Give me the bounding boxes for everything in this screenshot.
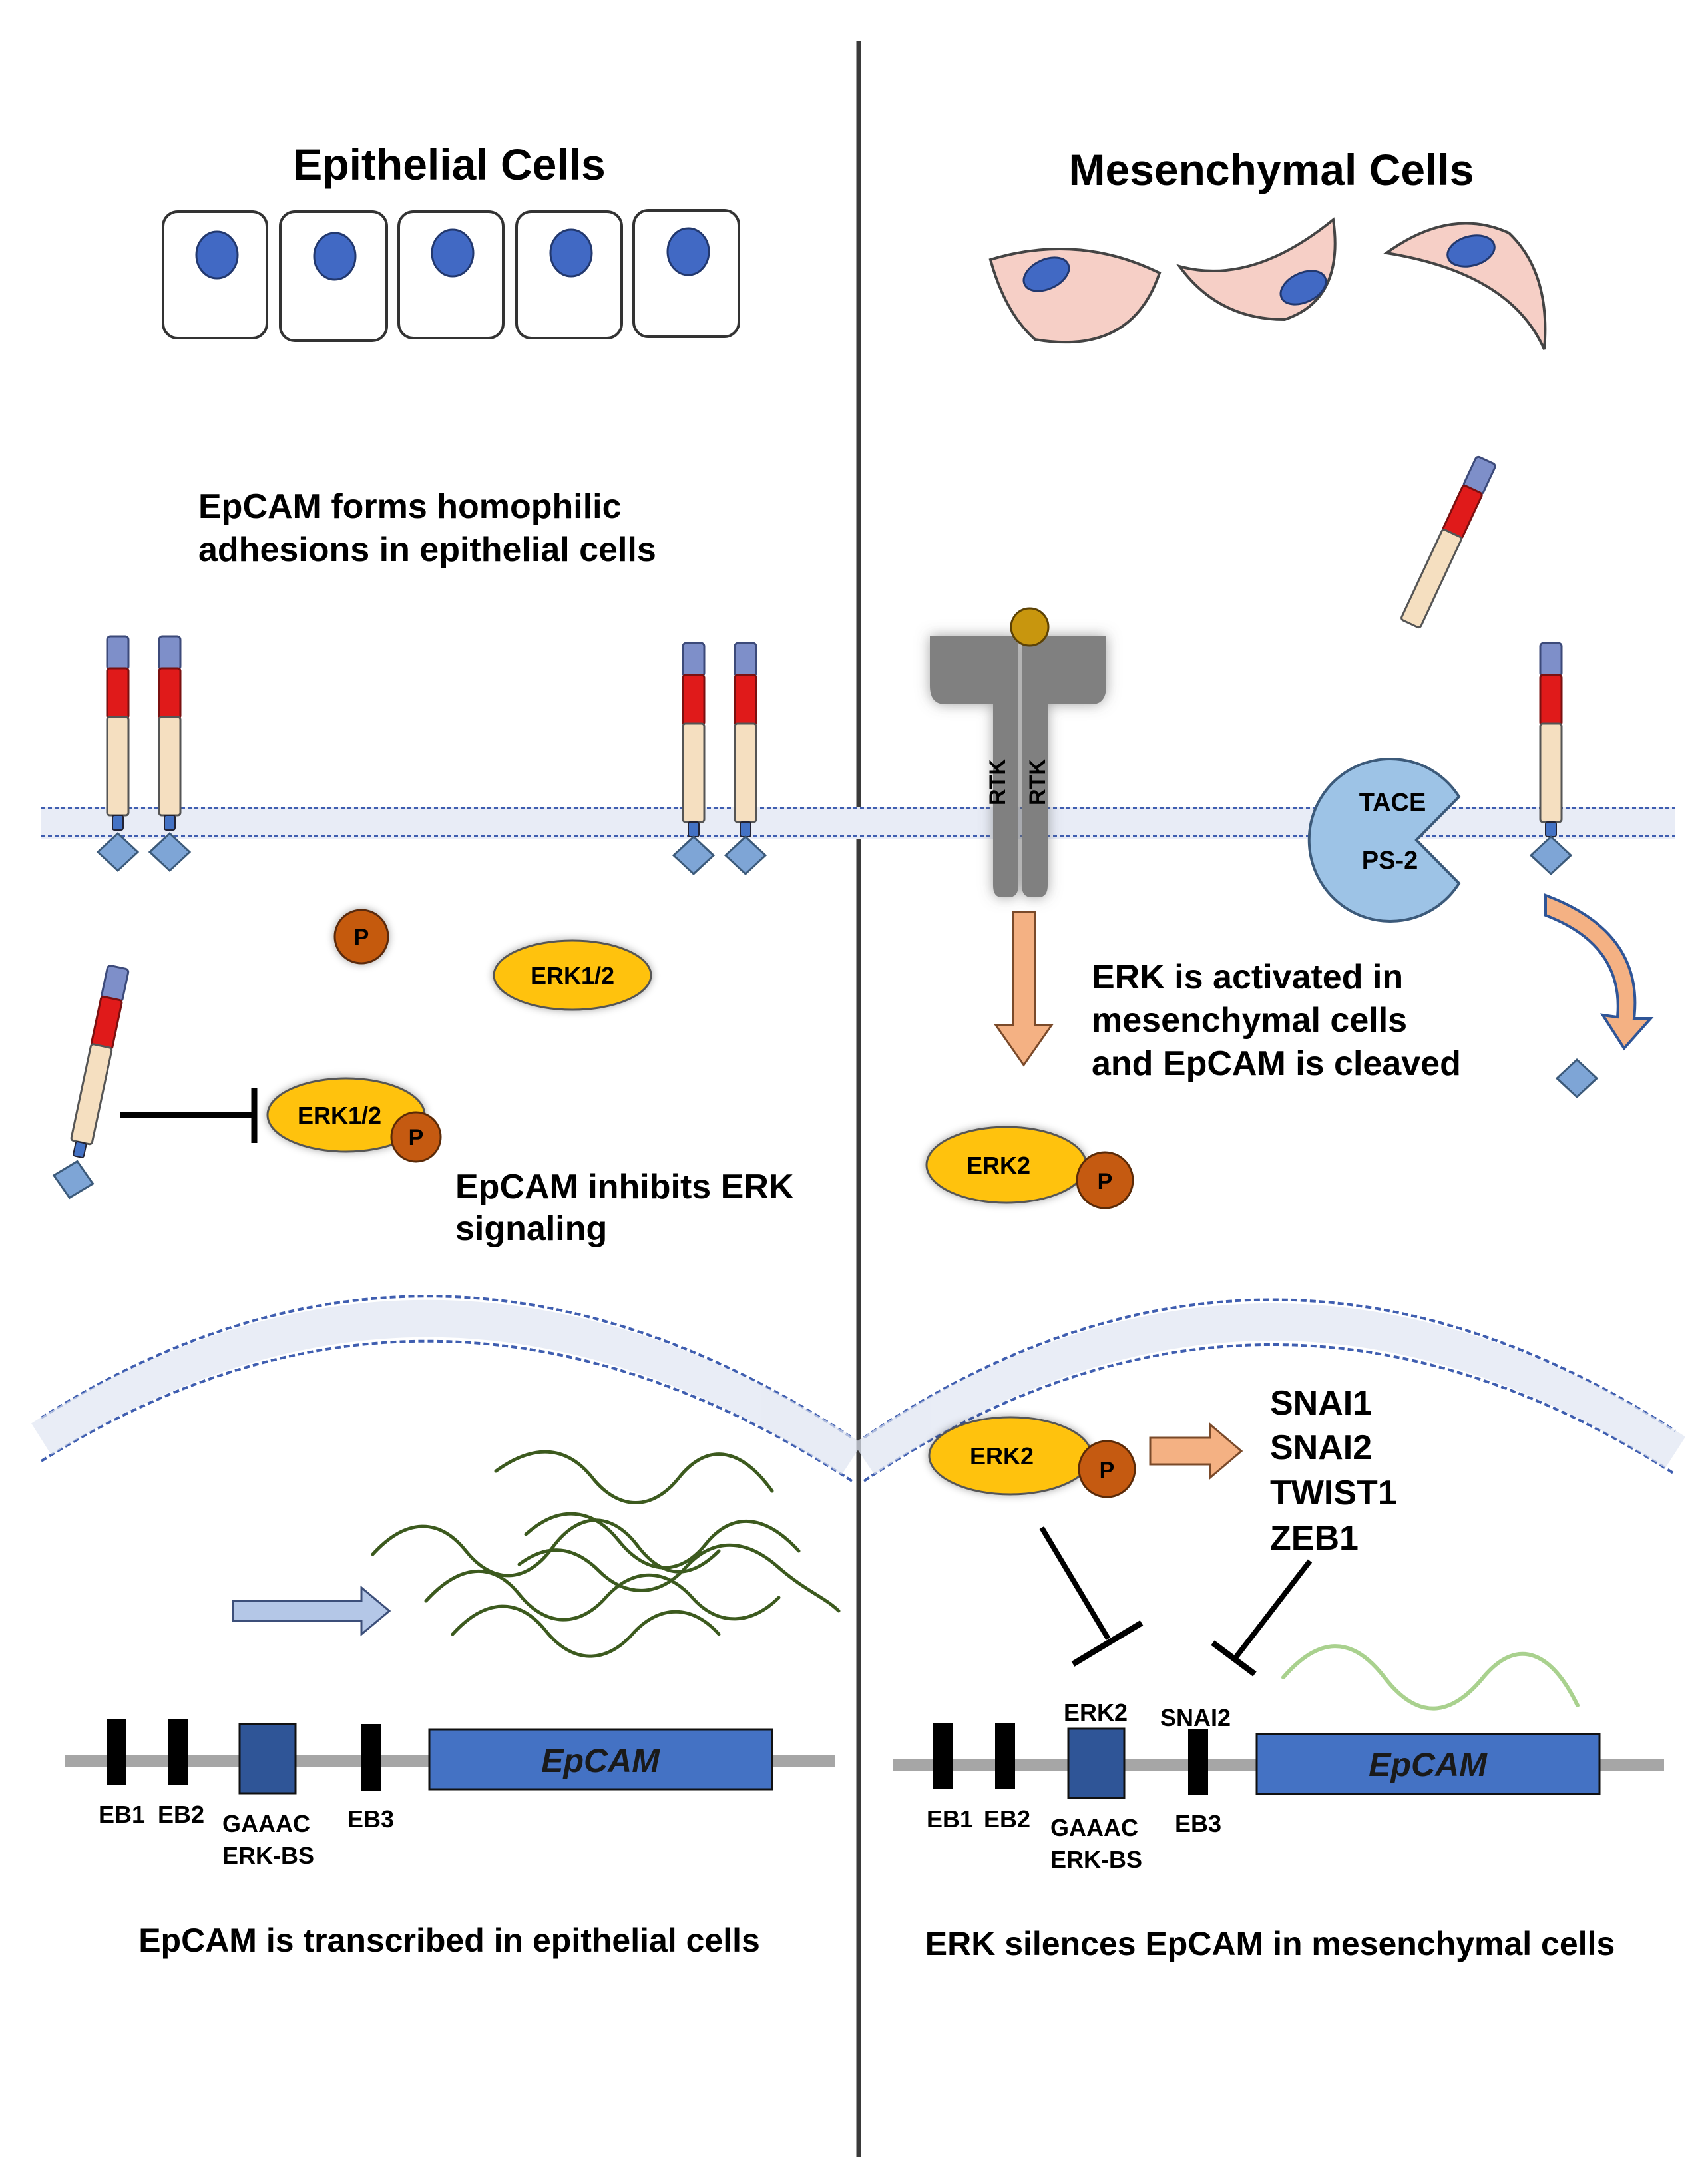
rtk-label-1: RTK [985, 759, 1010, 805]
transcription-arrow [232, 1585, 391, 1637]
nucleus [1022, 256, 1070, 292]
epithelial-cell [397, 210, 505, 339]
cleaved-intracellular-domain [1556, 1058, 1598, 1098]
tf-snai2: SNAI2 [1270, 1428, 1372, 1467]
label-gaaac: GAAAC [222, 1810, 310, 1837]
epcam-inhibitor [49, 964, 130, 1203]
eb2-box [168, 1719, 188, 1785]
epcam-gene-right: EpCAM ERK2 SNAI2 EB1 EB2 GAAAC ERK-BS EB… [893, 1699, 1664, 1873]
nucleus [1446, 234, 1496, 268]
adhesion-text-line2: adhesions in epithelial cells [198, 531, 656, 569]
label-erk2-bound: ERK2 [1064, 1699, 1128, 1726]
epithelial-cell [279, 210, 388, 342]
nuclear-envelope-fill [31, 1299, 1686, 1475]
erk2-repression [1039, 1526, 1144, 1667]
tf-snai1: SNAI1 [1270, 1384, 1372, 1422]
activation-text-line2: mesenchymal cells [1092, 1001, 1407, 1040]
eb1-box [933, 1723, 953, 1789]
svg-text:TACE: TACE [1359, 789, 1426, 817]
epithelial-cell [632, 209, 740, 338]
mrna-transcripts [371, 1450, 841, 1658]
eb2-box [995, 1723, 1015, 1789]
rtk-label-2: RTK [1025, 759, 1050, 805]
adhesion-text-line1: EpCAM forms homophilic [198, 487, 622, 526]
nucleus [195, 230, 239, 280]
erk2-phosphorylated-cytoplasm: ERK2 P [925, 1126, 1134, 1209]
rtk-receptor [930, 636, 1106, 897]
eb3-box [1188, 1729, 1208, 1795]
label-eb3: EB3 [347, 1805, 394, 1833]
epithelial-cells [162, 209, 740, 342]
svg-text:P: P [409, 1125, 424, 1150]
mesenchymal-cell [1383, 222, 1547, 350]
svg-text:ERK2: ERK2 [966, 1152, 1030, 1179]
svg-text:P: P [1100, 1458, 1115, 1483]
label-eb1: EB1 [927, 1805, 973, 1833]
erk-bs-box [1067, 1727, 1126, 1799]
tf-zeb1: ZEB1 [1270, 1519, 1359, 1558]
right-caption: ERK silences EpCAM in mesenchymal cells [925, 1925, 1615, 1962]
ligand-icon [1010, 607, 1050, 647]
svg-text:PS-2: PS-2 [1362, 847, 1418, 875]
mesenchymal-cell [1176, 217, 1337, 322]
left-title: Epithelial Cells [293, 140, 605, 189]
activation-text-line3: and EpCAM is cleaved [1092, 1044, 1461, 1083]
epcam-gene-box [428, 1728, 773, 1791]
nucleus [666, 227, 710, 276]
activation-arrow [994, 911, 1054, 1067]
epcam-homophilic-pair-right [672, 642, 767, 875]
mesenchymal-cell [988, 248, 1162, 344]
phosphate-free: P [333, 909, 389, 965]
label-snai2-bound: SNAI2 [1160, 1704, 1231, 1731]
svg-text:P: P [354, 925, 369, 950]
nucleus [1279, 270, 1327, 306]
tf-twist1: TWIST1 [1270, 1474, 1397, 1512]
eb1-box [107, 1719, 126, 1785]
tf-repression [1211, 1559, 1313, 1677]
inhibit-text-line2: signaling [455, 1209, 607, 1248]
cleavage-arrow [1544, 893, 1654, 1051]
mrna-faint [1281, 1644, 1580, 1711]
svg-text:P: P [1098, 1169, 1113, 1194]
svg-text:ERK1/2: ERK1/2 [298, 1102, 381, 1129]
erk-bs-box [238, 1723, 297, 1795]
label-erk-bs: ERK-BS [222, 1842, 314, 1869]
nuclear-envelope [40, 1295, 1677, 1482]
epcam-gene-left: EpCAM EB1 EB2 GAAAC ERK-BS EB3 [65, 1719, 835, 1869]
erk-free: ERK1/2 [493, 939, 652, 1011]
epcam-gene-box [1255, 1733, 1601, 1795]
label-eb1: EB1 [99, 1801, 145, 1828]
activation-text-line1: ERK is activated in [1092, 958, 1403, 996]
epcam-membrane-right [1530, 642, 1572, 875]
label-eb2: EB2 [158, 1801, 204, 1828]
induction-arrow [1149, 1422, 1243, 1480]
label-eb2: EB2 [984, 1805, 1030, 1833]
left-caption: EpCAM is transcribed in epithelial cells [138, 1922, 760, 1959]
inhibit-text-line1: EpCAM inhibits ERK [455, 1168, 794, 1206]
erk2-phosphorylated-nucleus: ERK2 P [928, 1416, 1136, 1498]
nucleus [431, 228, 475, 278]
shed-epcam-ectodomain [1400, 455, 1496, 629]
right-title: Mesenchymal Cells [1069, 145, 1474, 194]
mesenchymal-cells [988, 217, 1547, 350]
svg-text:EpCAM: EpCAM [1369, 1746, 1488, 1783]
svg-text:ERK1/2: ERK1/2 [531, 962, 614, 989]
label-eb3: EB3 [1175, 1810, 1221, 1837]
nucleus [549, 228, 593, 278]
svg-text:ERK2: ERK2 [970, 1442, 1034, 1470]
epithelial-cell [515, 210, 623, 339]
label-gaaac: GAAAC [1050, 1814, 1138, 1841]
svg-text:EpCAM: EpCAM [541, 1742, 660, 1779]
tace-ps2-protease: TACE PS-2 [1307, 758, 1461, 923]
nucleus [313, 232, 357, 281]
epithelial-cell [162, 210, 268, 339]
label-erk-bs: ERK-BS [1050, 1846, 1142, 1873]
erk-phosphorylated-left: ERK1/2 P [266, 1077, 442, 1163]
eb3-box [361, 1724, 381, 1791]
